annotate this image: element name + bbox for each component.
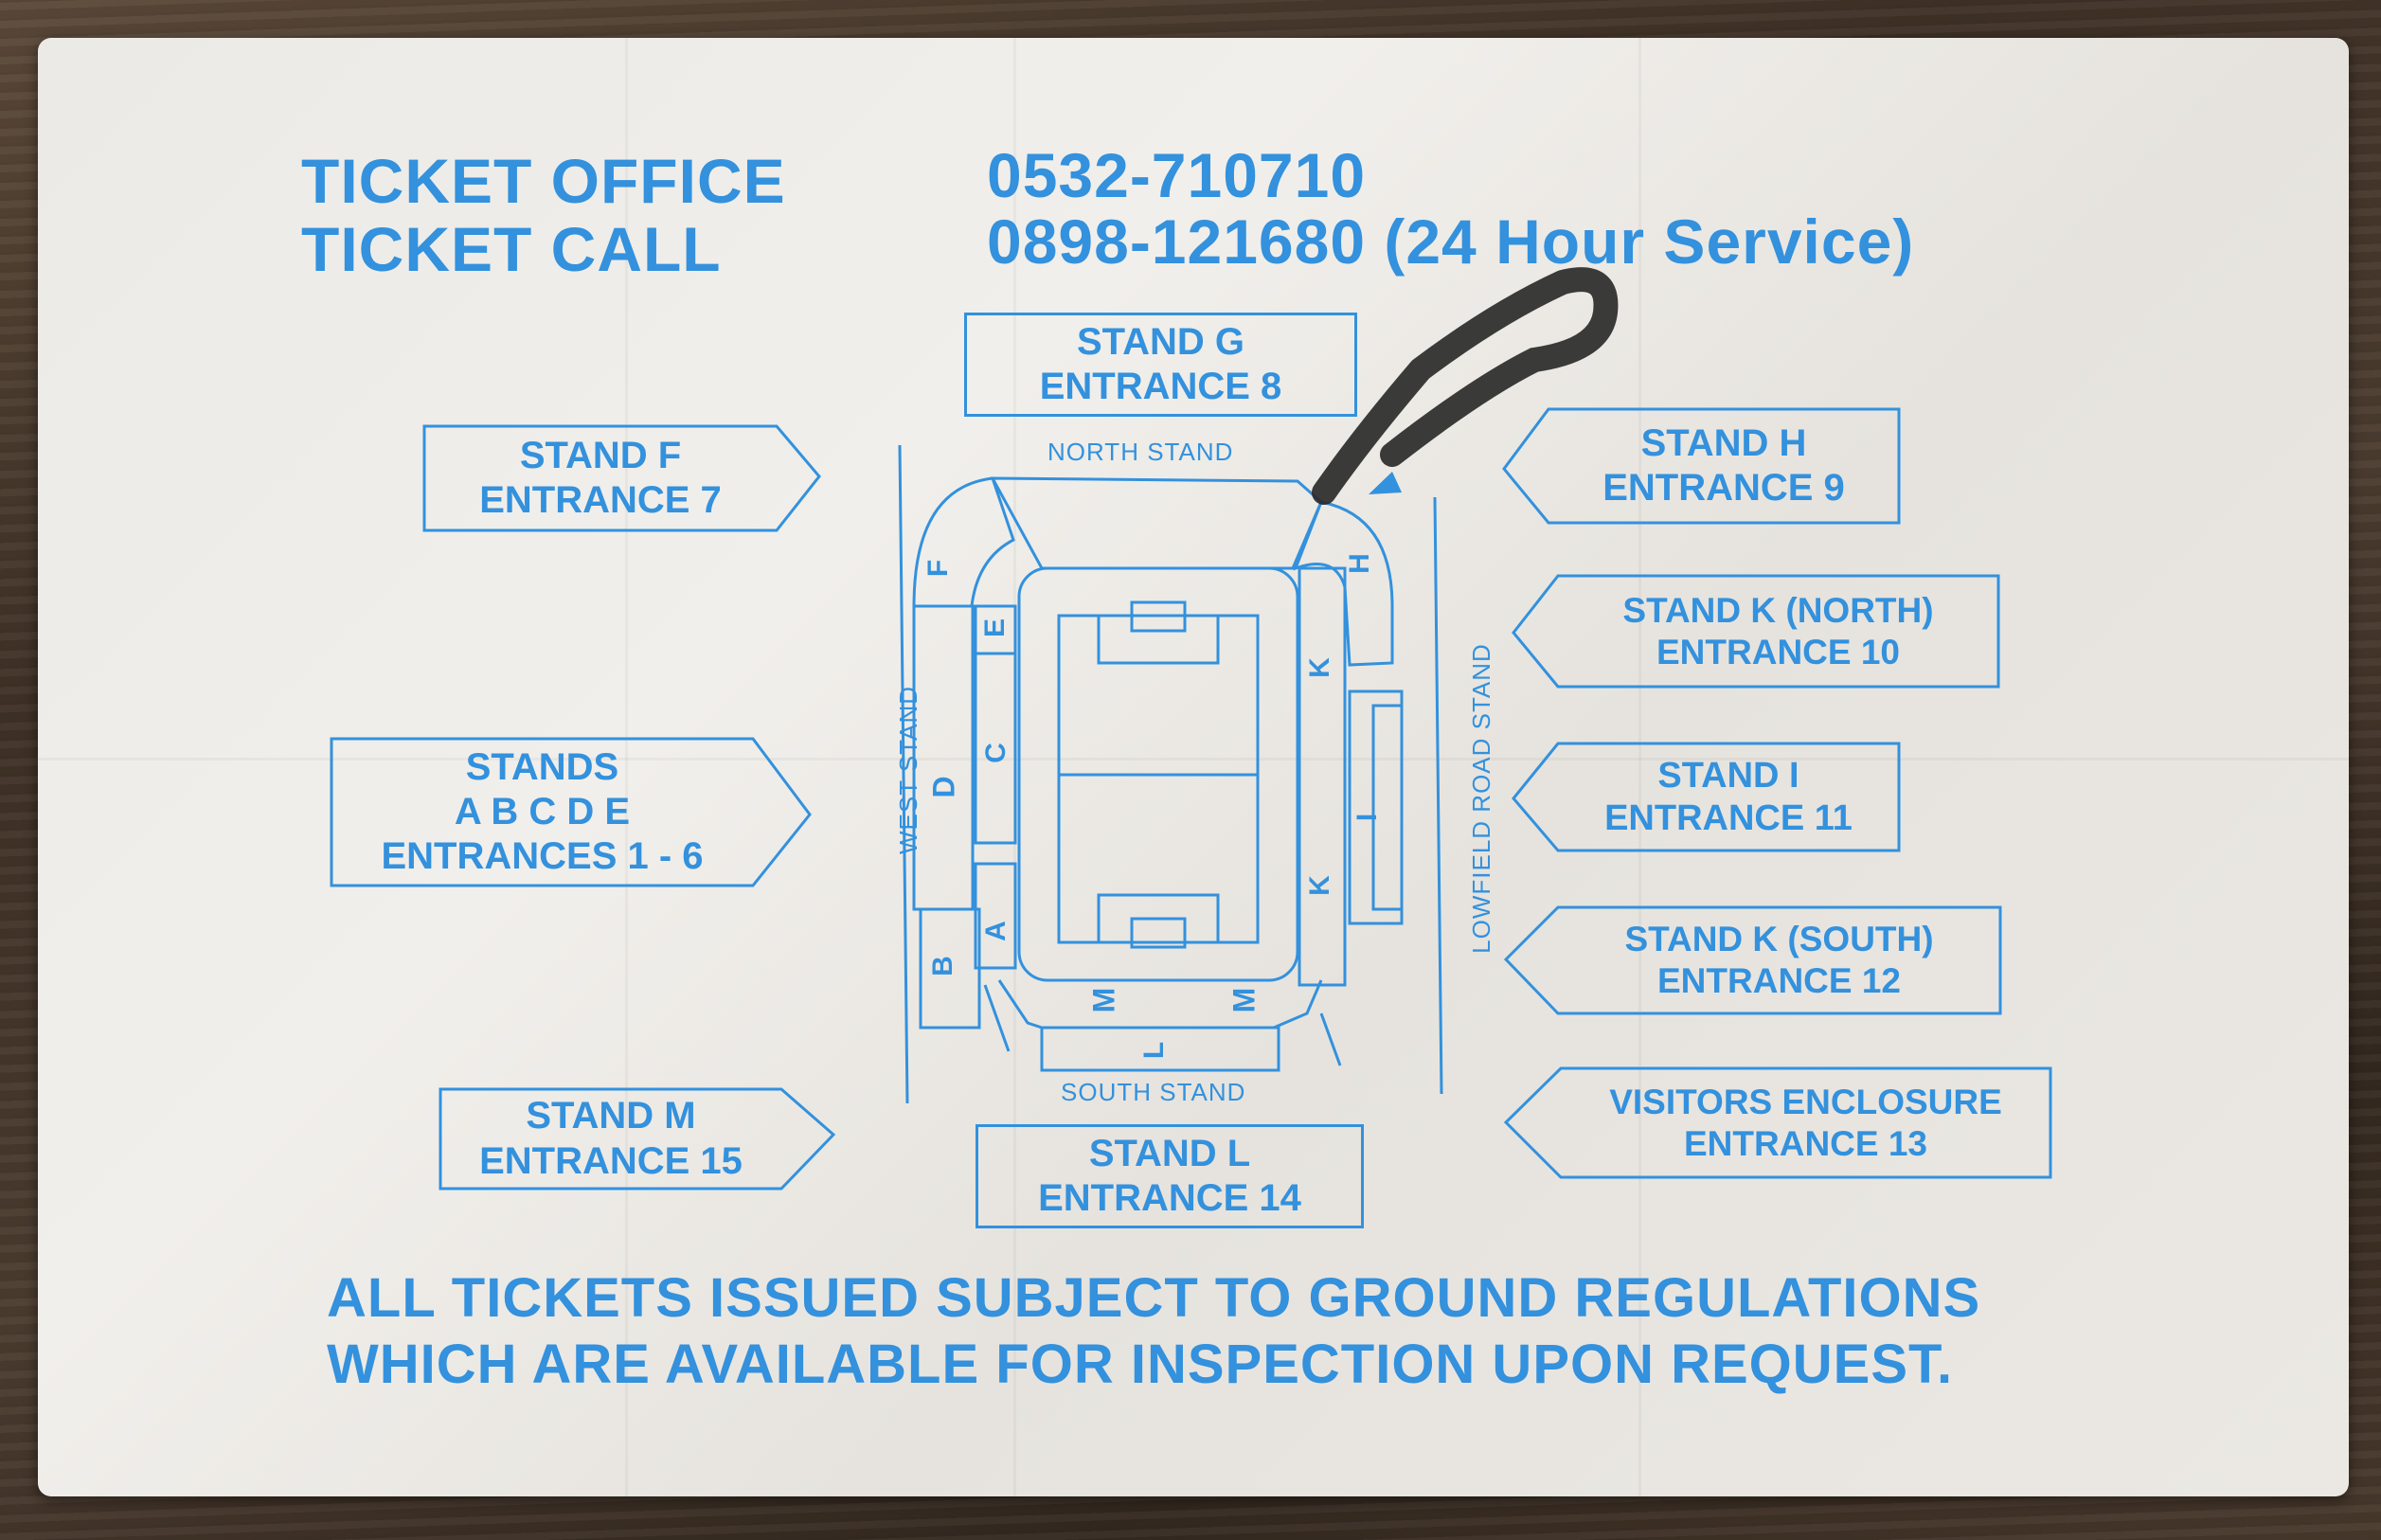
ticket-office-label: TICKET OFFICE <box>301 146 786 216</box>
entrance-box-stand-l: STAND L ENTRANCE 14 <box>976 1124 1364 1228</box>
entrance-label-stand-m: STAND M ENTRANCE 15 <box>440 1089 781 1189</box>
footer-line-2: WHICH ARE AVAILABLE FOR INSPECTION UPON … <box>327 1334 1954 1395</box>
entrance-label-stand-k-north: STAND K (NORTH) ENTRANCE 10 <box>1558 576 1998 687</box>
entrance-stand-label: VISITORS ENCLOSURE <box>1609 1082 2002 1121</box>
visitors-pointer <box>1503 1066 2052 1179</box>
entrance-label-stands-abcde: STANDS A B C D E ENTRANCES 1 - 6 <box>331 739 753 886</box>
entrance-box-stand-g: STAND G ENTRANCE 8 <box>964 313 1357 417</box>
entrance-number-label: ENTRANCE 13 <box>1684 1123 1927 1163</box>
stand-h-pointer <box>1502 407 1901 525</box>
entrance-number-label: ENTRANCE 8 <box>1039 366 1282 407</box>
section-letter-f: F <box>922 559 955 578</box>
south-stand-label: SOUTH STAND <box>1061 1078 1246 1106</box>
north-stand-block <box>990 476 1323 570</box>
south-goal <box>1130 917 1187 949</box>
section-letter-e: E <box>979 618 1011 638</box>
entrance-number-label: ENTRANCE 9 <box>1602 467 1845 509</box>
section-letter-m-right: M <box>1226 987 1262 1013</box>
entrance-label-stand-k-south: STAND K (SOUTH) ENTRANCE 12 <box>1558 907 2000 1013</box>
section-letter-c: C <box>979 743 1011 763</box>
stand-l-block <box>1040 1026 1280 1072</box>
stand-i-inner <box>1371 704 1404 911</box>
ticket-call-number: 0898-121680 (24 Hour Service) <box>987 206 1915 277</box>
section-letter-k-lower: K <box>1303 875 1335 896</box>
entrance-number-label: ENTRANCE 15 <box>479 1139 743 1182</box>
entrance-number-label: ENTRANCE 11 <box>1604 797 1853 838</box>
section-letter-m-left: M <box>1086 987 1121 1013</box>
entrance-stand-label: STAND L <box>1088 1132 1251 1174</box>
entrance-stand-label: STAND G <box>1076 320 1245 363</box>
entrance-stand-label: STAND M <box>526 1095 696 1137</box>
entrance-number-label: ENTRANCE 14 <box>1038 1177 1301 1219</box>
entrance-label-visitors: VISITORS ENCLOSURE ENTRANCE 13 <box>1561 1068 2050 1177</box>
entrance-stand-label: STAND I <box>1657 755 1799 796</box>
entrance-number-label: ENTRANCE 10 <box>1656 632 1900 672</box>
stand-i-pointer <box>1512 742 1901 852</box>
west-stand-label: WEST STAND <box>894 685 923 855</box>
entrance-number-label: ENTRANCE 12 <box>1657 961 1901 1000</box>
ticket-card: TICKET OFFICE 0532-710710 TICKET CALL 08… <box>38 38 2349 1496</box>
stand-c-block <box>974 652 1017 845</box>
stand-a-block <box>974 862 1017 970</box>
section-letter-b: B <box>926 956 958 976</box>
section-letter-l: L <box>1138 1041 1171 1060</box>
entrance-stand-label: STAND K (SOUTH) <box>1624 920 1934 959</box>
section-letter-i: I <box>1352 813 1384 822</box>
stands-abcde-pointer <box>330 737 812 887</box>
entrance-stand-label: STAND H <box>1640 421 1807 464</box>
stand-k-north-pointer <box>1512 574 2000 689</box>
stand-h-block <box>1293 500 1394 667</box>
stand-k-block <box>1298 566 1347 987</box>
marker-scribble <box>1312 267 1619 505</box>
north-arrow-icon <box>1369 472 1402 494</box>
section-letter-d: D <box>926 776 961 798</box>
lowfield-road-stand-label: LOWFIELD ROAD STAND <box>1466 643 1495 954</box>
pitch-surround <box>1017 566 1299 982</box>
south-west-boundary <box>983 984 1011 1052</box>
entrance-number-label: ENTRANCES 1 - 6 <box>381 835 704 878</box>
west-boundary-line <box>898 444 909 1104</box>
section-letter-h: H <box>1343 553 1375 574</box>
section-letter-a: A <box>979 921 1011 941</box>
north-penalty-box <box>1097 614 1220 665</box>
entrance-number-label: ENTRANCE 7 <box>479 479 722 521</box>
ticket-call-label: TICKET CALL <box>301 214 722 284</box>
ticket-office-number: 0532-710710 <box>987 140 1367 210</box>
stand-f-block <box>912 476 1015 608</box>
stand-f-pointer <box>422 424 821 532</box>
entrance-label-stand-i: STAND I ENTRANCE 11 <box>1558 743 1899 851</box>
stand-m-pointer <box>439 1087 836 1191</box>
stand-i-block <box>1348 689 1404 925</box>
north-goal <box>1130 600 1187 633</box>
north-stand-label: NORTH STAND <box>1047 438 1234 466</box>
entrance-label-stand-f: STAND F ENTRANCE 7 <box>424 426 777 530</box>
entrance-stand-label: STAND F <box>519 434 682 476</box>
south-stand-upper <box>997 979 1323 1030</box>
entrance-stand-label: STAND K (NORTH) <box>1622 590 1934 630</box>
entrance-stand-label: STANDS <box>465 745 619 788</box>
stand-b-block <box>919 907 981 1030</box>
entrance-stand-letters: A B C D E <box>454 790 631 833</box>
stand-k-south-pointer <box>1503 905 2002 1015</box>
stand-d-block <box>912 604 975 911</box>
footer-line-1: ALL TICKETS ISSUED SUBJECT TO GROUND REG… <box>327 1267 1981 1329</box>
east-boundary-line <box>1433 496 1443 1095</box>
south-east-boundary <box>1319 1012 1342 1066</box>
pitch <box>1057 614 1260 944</box>
section-letter-k-upper: K <box>1303 657 1335 678</box>
south-penalty-box <box>1097 893 1220 944</box>
entrance-label-stand-h: STAND H ENTRANCE 9 <box>1549 409 1899 523</box>
